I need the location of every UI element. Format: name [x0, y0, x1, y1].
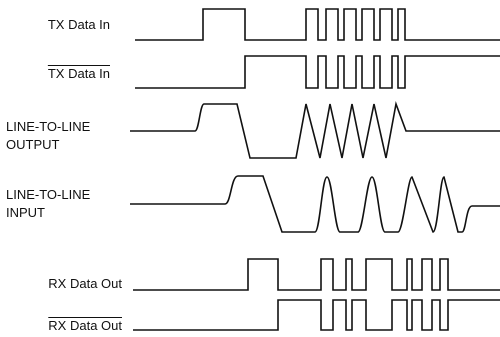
line-to-line-input-waveform: [130, 175, 500, 233]
line-to-line-output-label-line1: LINE-TO-LINE: [6, 119, 91, 134]
tx-data-in-waveform: [135, 8, 500, 41]
tx-data-in-inverted-label: TX Data In: [47, 66, 110, 81]
rx-data-out-label: RX Data Out: [48, 276, 122, 291]
rx-data-out-inverted-label: RX Data Out: [48, 318, 122, 333]
line-to-line-output-label-line2: OUTPUT: [6, 137, 60, 152]
line-to-line-input-label-line2: INPUT: [6, 205, 45, 220]
line-to-line-input-label-line1: LINE-TO-LINE: [6, 187, 91, 202]
line-to-line-output-waveform: [130, 100, 500, 159]
rx-data-out-inverted-waveform: [133, 299, 500, 331]
tx-data-in-label: TX Data In: [47, 17, 110, 32]
tx-data-in-inverted-waveform: [135, 55, 500, 89]
rx-data-out-waveform: [133, 258, 500, 291]
